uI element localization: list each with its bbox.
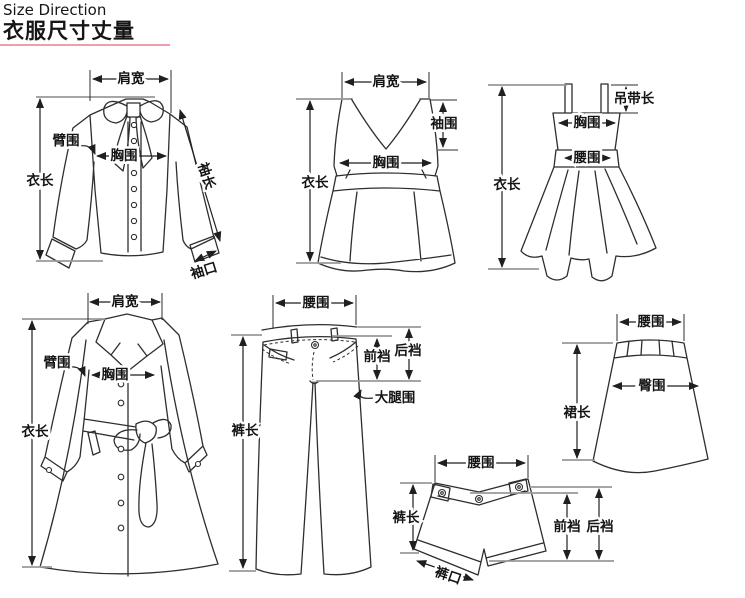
shorts-figure: 腰围 裤长 前裆 后裆 裤口 <box>390 453 617 591</box>
button <box>130 233 138 241</box>
vest-figure: 肩宽 袖围 胸围 衣长 <box>296 71 460 273</box>
coat-drawing <box>39 313 219 577</box>
button <box>130 185 138 193</box>
waist-label: 腰围 <box>637 314 665 330</box>
pants-length-label: 裤长 <box>393 509 420 526</box>
extension-lines-dark <box>434 455 529 482</box>
hip-label: 臀围 <box>639 378 666 394</box>
slip-dress-figure: 吊带长 胸围 腰围 衣长 <box>488 83 657 282</box>
button <box>117 445 125 453</box>
pants-length-label: 裤长 <box>232 422 259 439</box>
skirt-length-label: 裙长 <box>564 404 592 421</box>
front-rise-label: 前裆 <box>364 348 391 365</box>
extension-lines <box>562 342 613 461</box>
header-subtitle: Size Direction <box>3 1 107 19</box>
garment-length-label: 衣长 <box>302 174 329 191</box>
garment-length-label: 衣长 <box>22 423 49 440</box>
waist-label: 腰围 <box>467 455 495 471</box>
arm-circumference-arrow <box>69 365 86 377</box>
cuff-label: 袖口 <box>188 258 219 282</box>
shoulder-width-label: 肩宽 <box>112 293 139 310</box>
garment-length-label: 衣长 <box>494 176 522 193</box>
extension-lines <box>400 482 614 562</box>
waist-label: 腰围 <box>302 295 330 311</box>
skirt-drawing <box>592 339 709 474</box>
skirt-figure: 腰围 臀围 裙长 <box>561 312 709 474</box>
title-underline <box>0 44 170 46</box>
extension-lines-dark <box>272 295 357 329</box>
leg-opening-arrow <box>416 560 474 581</box>
thigh-arrow <box>353 389 374 401</box>
button <box>130 217 138 225</box>
extension-lines-dark <box>611 84 638 114</box>
button <box>117 399 125 407</box>
extension-lines-dark <box>341 72 458 151</box>
extension-lines <box>488 84 567 270</box>
button <box>130 137 138 145</box>
waist-button <box>313 343 317 347</box>
slip-dress-drawing <box>520 83 657 282</box>
pants-stitching <box>261 339 359 381</box>
strap-length-label: 吊带长 <box>614 90 655 107</box>
extension-lines <box>36 96 155 262</box>
grommet <box>477 497 481 501</box>
grommet <box>517 485 521 489</box>
grommet <box>440 491 444 495</box>
sleeve-length-arrow <box>178 109 222 242</box>
thigh-label: 大腿围 <box>375 389 416 406</box>
page-title: 衣服尺寸丈量 <box>3 19 135 43</box>
page-header: Size Direction 衣服尺寸丈量 <box>3 1 135 44</box>
button <box>117 380 125 388</box>
extension-lines-dark <box>616 314 685 341</box>
cuff-button <box>45 466 53 474</box>
button <box>130 121 138 129</box>
button <box>117 524 125 532</box>
bust-label: 胸围 <box>373 154 400 171</box>
extension-lines <box>229 326 421 572</box>
arm-circumference-label: 臂围 <box>53 132 80 149</box>
button <box>117 499 125 507</box>
cuff-arrow <box>194 250 217 262</box>
armhole-label: 袖围 <box>431 115 458 132</box>
front-rise-label: 前裆 <box>554 518 582 535</box>
button <box>130 169 138 177</box>
extension-lines <box>22 318 105 568</box>
pants-figure: 腰围 前裆 后裆 大腿围 裤长 <box>229 293 424 576</box>
back-rise-label: 后裆 <box>587 518 615 535</box>
arm-circumference-arrow <box>78 143 96 155</box>
bust-label: 胸围 <box>111 147 138 164</box>
bust-label: 胸围 <box>574 114 601 131</box>
waist-label: 腰围 <box>573 150 601 166</box>
shoulder-width-label: 肩宽 <box>118 70 145 87</box>
coat-figure: 肩宽 臂围 胸围 衣长 <box>19 291 219 577</box>
button <box>130 201 138 209</box>
extension-lines-dark <box>87 293 163 324</box>
extension-lines-dark <box>89 70 172 113</box>
pants-drawing <box>255 323 372 576</box>
cuff-button <box>194 460 202 468</box>
arm-circumference-label: 臂围 <box>44 354 71 371</box>
button <box>117 473 125 481</box>
back-rise-label: 后裆 <box>395 342 422 359</box>
extension-lines <box>296 98 351 264</box>
shoulder-width-label: 肩宽 <box>373 73 400 90</box>
garment-length-label: 衣长 <box>27 172 54 189</box>
sleeve-length-label: 袖长 <box>194 160 219 191</box>
blouse-figure: 肩宽 臂围 胸围 衣长 袖长 袖口 <box>24 68 222 286</box>
bust-label: 胸围 <box>102 366 129 383</box>
